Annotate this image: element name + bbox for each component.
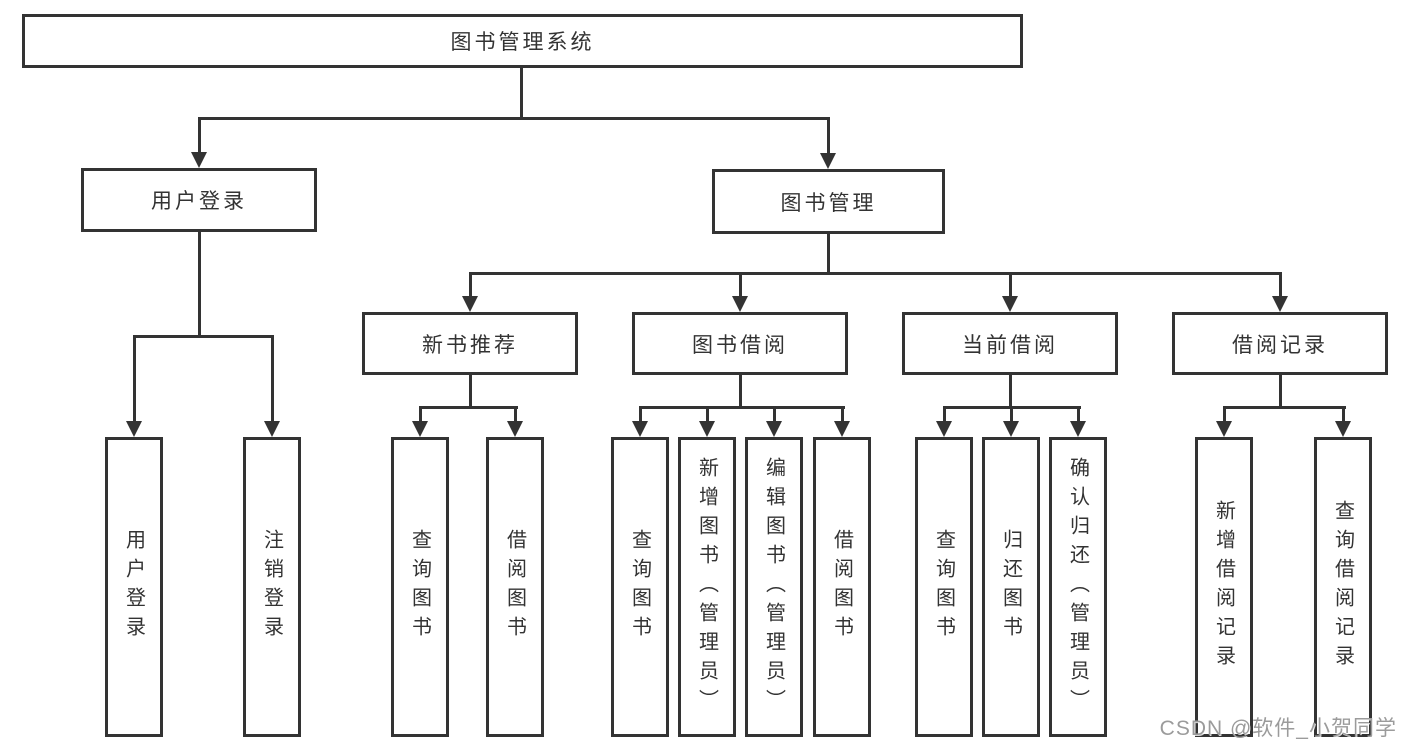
arrow-to-book-borrow [732,296,748,312]
leaf-label: 用户登录 [122,529,145,645]
leaf-query-books-1: 查询图书 [391,437,449,737]
connector-book-borrow-stem [739,375,742,409]
watermark-text: CSDN @软件_小贺同学 [1159,717,1397,740]
connector-borrow-record-stem [1279,375,1282,409]
node-root: 图书管理系统 [22,14,1023,68]
leaf-label: 编辑图书（管理员） [762,456,785,718]
connector-drop [1342,406,1345,423]
leaf-label: 借阅图书 [503,529,526,645]
connector-drop [419,406,422,423]
connector-root-stem [520,68,523,118]
connector-drop [1010,406,1013,423]
leaf-label: 查询图书 [932,529,955,645]
arrow-to-leaf [632,421,648,437]
leaf-add-books-admin: 新增图书（管理员） [678,437,736,737]
connector-user-login-distributor [133,335,274,338]
arrow-to-leaf [1003,421,1019,437]
node-current-borrow: 当前借阅 [902,312,1118,375]
node-borrow-record: 借阅记录 [1172,312,1388,375]
node-new-book-rec-label: 新书推荐 [422,333,518,357]
arrow-to-leaf [834,421,850,437]
leaf-borrow-books-2: 借阅图书 [813,437,871,737]
arrow-to-new-book [462,296,478,312]
leaf-label: 确认归还（管理员） [1066,456,1089,718]
connector-drop [639,406,642,423]
leaf-label: 查询借阅记录 [1331,500,1354,674]
node-user-login: 用户登录 [81,168,317,232]
arrow-to-leaf [699,421,715,437]
connector-drop-user-login [198,117,201,153]
leaf-borrow-books-1: 借阅图书 [486,437,544,737]
node-book-borrow-label: 图书借阅 [692,333,788,357]
connector-new-book-stem [469,375,472,409]
leaf-logout: 注销登录 [243,437,301,737]
arrow-to-leaf [936,421,952,437]
leaf-label: 归还图书 [999,529,1022,645]
node-root-label: 图书管理系统 [450,31,595,54]
connector-drop-current-borrow [1009,272,1012,298]
arrow-to-leaf [1335,421,1351,437]
connector-drop [1077,406,1080,423]
arrow-to-leaf [1070,421,1086,437]
arrow-to-borrow-record [1272,296,1288,312]
leaf-label: 注销登录 [260,529,283,645]
node-current-borrow-label: 当前借阅 [962,333,1058,357]
connector-new-book-distributor [419,406,518,409]
arrow-to-leaf [412,421,428,437]
node-book-mgmt: 图书管理 [712,169,945,234]
connector-drop [773,406,776,423]
connector-drop [514,406,517,423]
leaf-edit-books-admin: 编辑图书（管理员） [745,437,803,737]
connector-drop-book-borrow [739,272,742,298]
arrow-to-leaf [507,421,523,437]
leaf-label: 借阅图书 [830,529,853,645]
leaf-label: 查询图书 [628,529,651,645]
connector-drop [1223,406,1226,423]
connector-user-login-stem [198,232,201,338]
leaf-query-books-2: 查询图书 [611,437,669,737]
connector-drop-borrow-record [1279,272,1282,298]
leaf-query-books-3: 查询图书 [915,437,973,737]
leaf-label: 新增图书（管理员） [695,456,718,718]
connector-drop-book-mgmt [827,117,830,154]
arrow-to-leaf [1216,421,1232,437]
leaf-label: 查询图书 [408,529,431,645]
leaf-confirm-return-admin: 确认归还（管理员） [1049,437,1107,737]
arrow-to-current-borrow [1002,296,1018,312]
node-new-book-rec: 新书推荐 [362,312,578,375]
connector-root-distributor [198,117,830,120]
leaf-label: 新增借阅记录 [1212,500,1235,674]
node-borrow-record-label: 借阅记录 [1232,333,1328,357]
connector-drop [706,406,709,423]
node-book-mgmt-label: 图书管理 [780,191,877,215]
arrow-to-user-login [191,152,207,168]
connector-drop-new-book [469,272,472,298]
connector-drop [841,406,844,423]
connector-drop-leaf-login [133,335,136,423]
arrow-to-book-mgmt [820,153,836,169]
connector-drop [943,406,946,423]
connector-current-borrow-stem [1009,375,1012,409]
leaf-return-books: 归还图书 [982,437,1040,737]
arrow-to-leaf-logout [264,421,280,437]
connector-book-borrow-distributor [639,406,845,409]
connector-book-mgmt-distributor [469,272,1282,275]
leaf-add-borrow-record: 新增借阅记录 [1195,437,1253,737]
leaf-user-login: 用户登录 [105,437,163,737]
node-user-login-label: 用户登录 [151,190,247,213]
node-book-borrow: 图书借阅 [632,312,848,375]
connector-borrow-record-distributor [1223,406,1346,409]
arrow-to-leaf [766,421,782,437]
arrow-to-leaf-login [126,421,142,437]
leaf-query-borrow-record: 查询借阅记录 [1314,437,1372,737]
connector-drop-leaf-logout [271,335,274,423]
connector-book-mgmt-stem [827,234,830,275]
